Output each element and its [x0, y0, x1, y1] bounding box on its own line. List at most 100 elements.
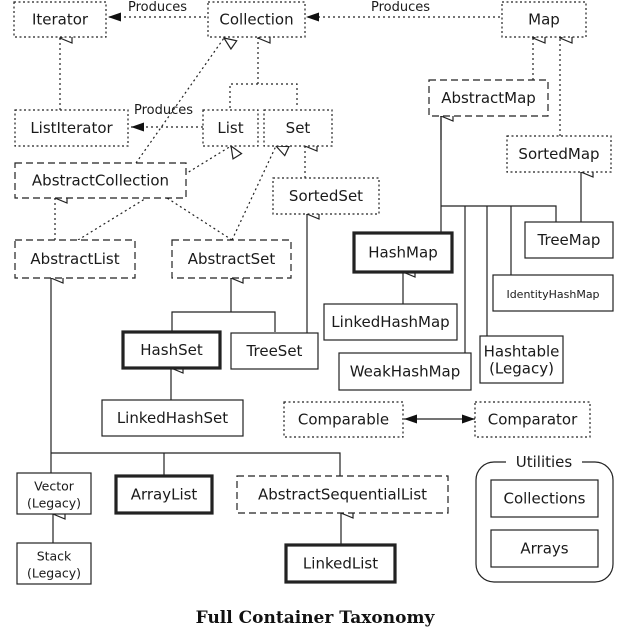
node-weak-hash-map: WeakHashMap [338, 352, 472, 391]
hashtable-sublabel: (Legacy) [489, 360, 554, 378]
utilities-label-bg [506, 452, 582, 470]
stack-box [16, 542, 92, 585]
linked-list-box [284, 543, 397, 584]
node-linked-hash-set: LinkedHashSet [101, 399, 244, 437]
edge-map-impls-abstractmap [440, 116, 557, 353]
linked-hash-map-box [323, 303, 458, 341]
weak-hash-map-label: WeakHashMap [350, 363, 461, 381]
stack-label: Stack [37, 549, 72, 564]
array-list-label: ArrayList [131, 486, 198, 504]
linked-hash-set-box [101, 399, 244, 437]
node-tree-map: TreeMap [524, 221, 614, 259]
identity-hash-map-box [492, 274, 614, 312]
collections-label: Collections [503, 490, 585, 508]
node-collections: Collections [490, 479, 599, 518]
vector-label: Vector [34, 479, 75, 494]
tree-map-box [524, 221, 614, 259]
node-comparable: Comparable [283, 401, 404, 438]
node-hash-map: HashMap [352, 231, 454, 274]
comparator-label: Comparator [488, 411, 578, 429]
list-iterator-label: ListIterator [30, 119, 113, 137]
edge-abstractset-abstractcollection [167, 198, 233, 241]
node-hashtable: Hashtable(Legacy) [479, 335, 564, 384]
arrays-box [490, 529, 599, 568]
weak-hash-map-box [338, 352, 472, 391]
edge-label-produces: Produces [371, 0, 430, 15]
arrowhead-listiterator [131, 122, 144, 132]
edge-list-set-collection [229, 38, 298, 108]
node-sorted-set: SortedSet [272, 177, 380, 215]
collection-label: Collection [219, 11, 293, 29]
linked-list-label: LinkedList [303, 555, 378, 573]
abstract-set-label: AbstractSet [188, 250, 276, 268]
vector-sublabel: (Legacy) [27, 496, 81, 511]
arrays-label: Arrays [520, 540, 568, 558]
node-iterator: Iterator [13, 1, 107, 38]
comparable-box [283, 401, 404, 438]
iterator-label: Iterator [32, 11, 89, 29]
utilities-group: Utilities [475, 452, 614, 583]
container-taxonomy-diagram: Produces Produces Produces [13, 0, 614, 585]
node-sorted-map: SortedMap [506, 135, 612, 173]
sorted-map-box [506, 135, 612, 173]
node-list-iterator: ListIterator [14, 109, 129, 147]
edge-abstractcollection-collection [135, 38, 224, 164]
node-vector: Vector (Legacy) [16, 472, 92, 515]
node-linked-hash-map: LinkedHashMap [323, 303, 458, 341]
identity-hash-map-label: IdentityHashMap [506, 288, 599, 301]
edge-sets-abstractset [171, 278, 276, 332]
hashtable-box [479, 335, 564, 384]
linked-hash-set-label: LinkedHashSet [117, 409, 228, 427]
arrowhead-comparator [462, 414, 475, 424]
node-tree-set: TreeSet [230, 332, 319, 370]
list-label: List [217, 119, 243, 137]
node-map: Map [501, 1, 587, 38]
comparable-label: Comparable [298, 411, 389, 429]
edges: Produces Produces Produces [51, 0, 581, 545]
node-identity-hash-map: IdentityHashMap [492, 274, 614, 312]
tree-set-label: TreeSet [246, 342, 303, 360]
collection-box [207, 1, 306, 38]
tree-set-box [230, 332, 319, 370]
node-abstract-list: AbstractList [14, 239, 136, 279]
edge-abstractset-set [231, 146, 276, 241]
node-collection: Collection [207, 1, 306, 38]
list-box [202, 109, 259, 147]
hash-map-label: HashMap [368, 244, 437, 262]
iterator-box [13, 1, 107, 38]
hash-set-label: HashSet [140, 341, 203, 359]
vector-box [16, 472, 92, 515]
linked-hash-map-label: LinkedHashMap [331, 313, 449, 331]
node-abstract-collection: AbstractCollection [14, 162, 187, 199]
arrowhead-collection [306, 12, 319, 22]
abstract-collection-label: AbstractCollection [32, 172, 169, 190]
hash-set-box [121, 330, 222, 370]
node-linked-list: LinkedList [284, 543, 397, 584]
abstract-sequential-list-box [236, 475, 449, 514]
collections-box [490, 479, 599, 518]
sorted-set-label: SortedSet [289, 187, 363, 205]
stack-sublabel: (Legacy) [27, 566, 81, 581]
arrowhead-iterator [108, 12, 121, 22]
node-stack: Stack (Legacy) [16, 542, 92, 585]
node-comparator: Comparator [474, 401, 591, 438]
map-box [501, 1, 587, 38]
utilities-label: Utilities [516, 453, 573, 471]
edge-lists-abstractlist [51, 278, 341, 477]
abstract-map-label: AbstractMap [441, 89, 536, 107]
map-label: Map [528, 11, 560, 29]
arrowhead-comparable [404, 414, 417, 424]
node-hash-set: HashSet [121, 330, 222, 370]
node-list: List [202, 109, 259, 147]
node-arrays: Arrays [490, 529, 599, 568]
abstract-collection-box [14, 162, 187, 199]
array-list-box [114, 474, 214, 515]
sorted-set-box [272, 177, 380, 215]
set-box [263, 109, 333, 147]
node-abstract-sequential-list: AbstractSequentialList [236, 475, 449, 514]
abstract-set-box [171, 239, 292, 279]
node-abstract-map: AbstractMap [428, 79, 549, 117]
tree-map-label: TreeMap [537, 231, 601, 249]
abstract-list-box [14, 239, 136, 279]
